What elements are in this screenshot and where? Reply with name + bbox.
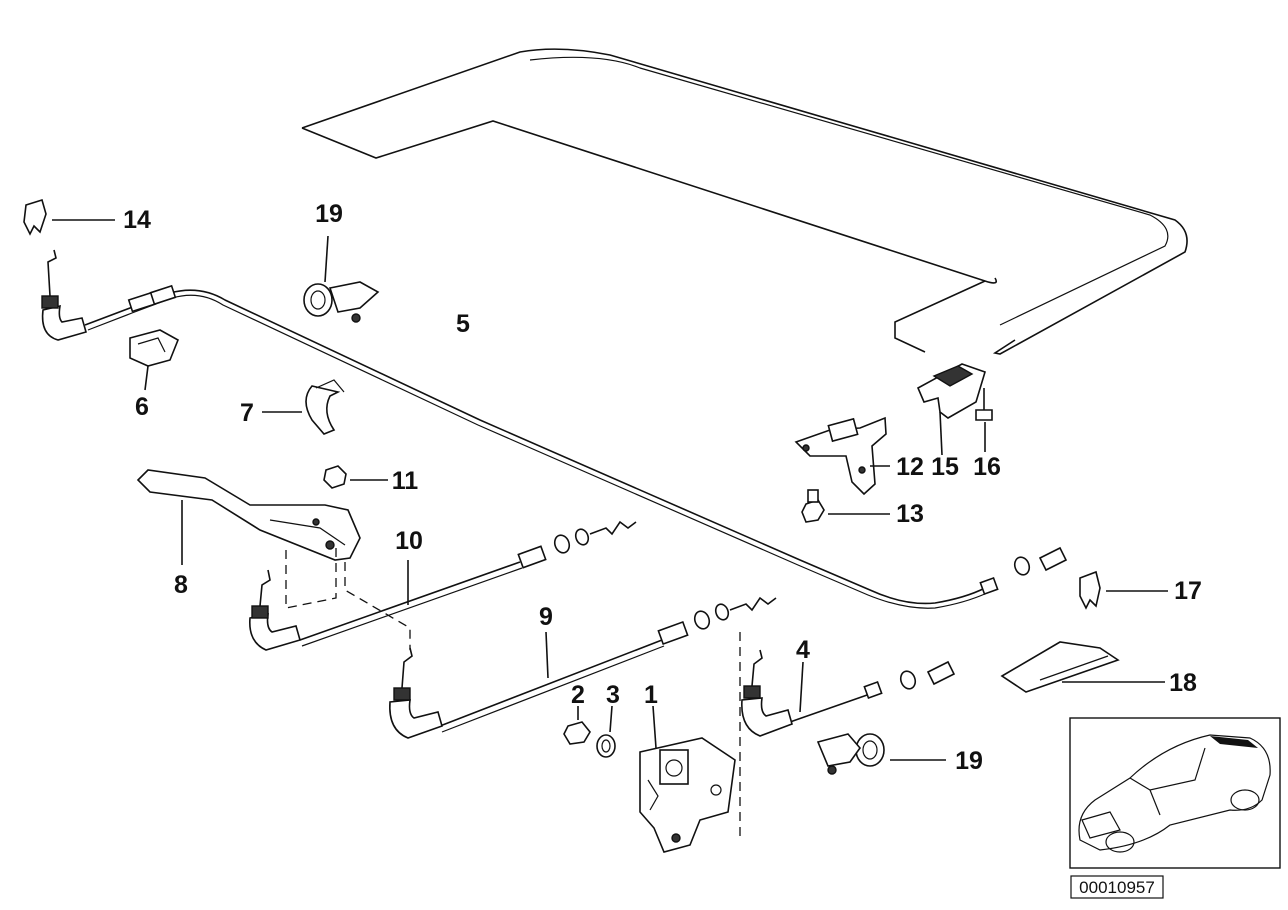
cable-washer (693, 610, 711, 630)
elbow-connector (741, 697, 793, 737)
car-thumbnail (1069, 717, 1281, 869)
elbow-connector (249, 612, 301, 651)
elbow-connector (41, 304, 87, 341)
hinge-bracket-12 (794, 416, 890, 496)
cable-hook (729, 596, 777, 612)
leader-line (609, 705, 613, 733)
callout-11: 11 (392, 467, 419, 495)
cable-washer (714, 603, 730, 621)
cable-washer (899, 670, 917, 690)
grommet-holder-19-top (303, 235, 380, 323)
callout-15: 15 (931, 453, 959, 481)
cable-washer (1013, 556, 1031, 576)
callout-17: 17 (1174, 577, 1202, 605)
leader-line (545, 631, 549, 679)
leader-line (652, 705, 657, 749)
screw-16 (975, 388, 993, 452)
leader-line (939, 411, 943, 456)
callout-3: 3 (606, 681, 620, 709)
nut-11 (323, 465, 388, 489)
hood-latch-1 (639, 705, 736, 853)
leader-line (144, 365, 149, 391)
cable-end-nipple (926, 660, 956, 686)
callout-8: 8 (174, 571, 188, 599)
cable-end-fitting (393, 687, 411, 701)
reference-code-box: 00010957 (1070, 875, 1164, 899)
cable-4 (741, 649, 956, 737)
cable-9 (389, 596, 777, 739)
cable-sleeve (517, 545, 547, 569)
leader-line (324, 235, 329, 283)
leader-line (799, 661, 804, 713)
reference-code: 00010957 (1079, 878, 1155, 897)
callout-18: 18 (1169, 669, 1197, 697)
callout-labels: 1 2 3 4 5 6 7 8 9 10 11 12 13 14 15 16 1… (123, 200, 1202, 775)
callout-10: 10 (395, 527, 423, 555)
callout-14: 14 (123, 206, 151, 234)
cable-hook (47, 249, 57, 297)
cable-sleeve (149, 284, 177, 306)
highlighted-area (1210, 736, 1258, 748)
cable-end-fitting (743, 685, 761, 699)
callout-13: 13 (896, 500, 924, 528)
callout-2: 2 (571, 681, 585, 709)
lever-8 (136, 469, 361, 565)
cable-hook (259, 569, 271, 607)
grommet-holder-19-bottom (816, 733, 946, 775)
hood-outline (301, 48, 1188, 355)
callout-7: 7 (240, 399, 254, 427)
clip-14 (23, 198, 115, 236)
callout-19-top: 19 (315, 200, 343, 228)
cable-end-fitting (41, 295, 59, 309)
cable-washer (574, 528, 590, 546)
bolt-2 (563, 706, 591, 745)
callout-5: 5 (456, 310, 470, 338)
clamp-7 (262, 379, 345, 435)
main-cable-5 (41, 249, 1068, 609)
bracket-18 (1000, 641, 1165, 693)
catch-plate-15 (916, 363, 986, 456)
callout-19-bottom: 19 (955, 747, 983, 775)
callout-16: 16 (973, 453, 1001, 481)
screw-13 (801, 489, 890, 523)
holder-6 (129, 329, 180, 391)
cable-hook (401, 647, 413, 689)
cable-hook (589, 520, 637, 536)
cable-10 (249, 520, 637, 651)
cable-end-fitting (863, 680, 883, 700)
cable-hook (751, 649, 763, 687)
cable-washer (553, 534, 571, 554)
callout-9: 9 (539, 603, 553, 631)
alignment-dashes (285, 545, 741, 840)
callout-6: 6 (135, 393, 149, 421)
washer-3 (596, 705, 616, 758)
clip-17 (1079, 570, 1168, 610)
cable-sleeve (657, 620, 689, 646)
callout-1: 1 (644, 681, 658, 709)
elbow-connector (389, 699, 443, 739)
cable-end-nipple (1038, 546, 1068, 572)
cable-end-fitting (979, 576, 999, 596)
callout-4: 4 (796, 636, 810, 664)
callout-12: 12 (896, 453, 924, 481)
cable-end-fitting (251, 605, 269, 619)
